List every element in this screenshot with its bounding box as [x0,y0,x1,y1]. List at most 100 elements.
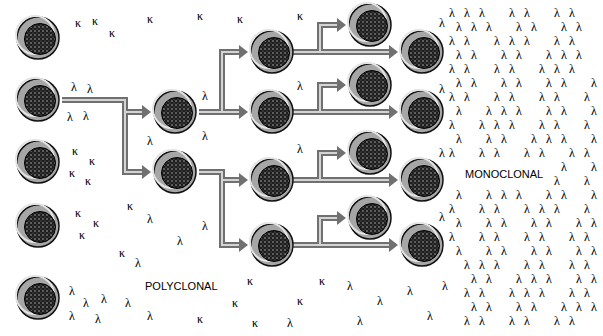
chain-letter: κ [85,174,91,188]
expansion-arrow [293,177,390,183]
light-chain-symbol: κ [237,10,243,26]
chain-letter: κ [93,216,99,230]
chain-letter: λ [539,62,545,76]
monoclonal-lambda-symbol: λ [584,256,590,272]
monoclonal-lambda-symbol: λ [456,214,462,230]
chain-letter: λ [479,258,485,272]
chain-letter: λ [67,110,73,124]
plasma-cell [16,204,59,247]
monoclonal-lambda-symbol: λ [591,186,597,202]
monoclonal-lambda-symbol: λ [554,88,560,104]
monoclonal-lambda-symbol: λ [546,46,552,62]
chain-letter: λ [591,160,597,174]
plasma-cell [400,158,443,201]
chain-letter: λ [554,90,560,104]
chain-letter: λ [456,20,462,34]
chain-letter: λ [479,146,485,160]
chain-letter: λ [494,230,500,244]
monoclonal-lambda-symbol: λ [486,186,492,202]
light-chain-symbol: λ [439,14,445,30]
monoclonal-lambda-symbol: λ [471,46,477,62]
arrow-head [239,238,248,252]
monoclonal-lambda-symbol: λ [591,102,597,118]
chain-letter: λ [539,230,545,244]
monoclonal-lambda-symbol: λ [546,186,552,202]
chain-letter: λ [471,20,477,34]
chain-letter: λ [584,146,590,160]
chain-letter: κ [109,26,115,40]
chain-letter: λ [569,230,575,244]
chain-letter: λ [539,146,545,160]
monoclonal-lambda-symbol: λ [561,130,567,146]
chain-letter: λ [486,20,492,34]
chain-letter: λ [464,286,470,300]
chain-letter: λ [449,146,455,160]
monoclonal-lambda-symbol: λ [509,32,515,48]
expansion-arrow [320,85,338,112]
chain-letter: κ [237,12,243,26]
chain-letter: λ [456,48,462,62]
monoclonal-lambda-symbol: λ [486,270,492,286]
chain-letter: λ [524,258,530,272]
chain-letter: λ [456,132,462,146]
monoclonal-lambda-symbol: λ [576,242,582,258]
light-chain-symbol: κ [252,314,258,330]
light-chain-symbol: κ [79,226,85,242]
chain-letter: λ [464,314,470,328]
light-chain-symbol: κ [147,10,153,26]
chain-letter: λ [456,216,462,230]
chain-letter: λ [539,118,545,132]
chain-letter: λ [464,90,470,104]
chain-letter: κ [197,9,203,23]
light-chain-symbol: κ [69,164,75,180]
monoclonal-lambda-symbol: λ [569,32,575,48]
monoclonal-lambda-symbol: λ [591,158,597,174]
chain-letter: λ [69,284,75,298]
monoclonal-lambda-symbol: λ [569,312,575,328]
monoclonal-lambda-symbol: λ [464,88,470,104]
monoclonal-lambda-symbol: λ [456,242,462,258]
monoclonal-lambda-symbol: λ [531,18,537,34]
monoclonal-lambda-symbol: λ [486,242,492,258]
chain-letter: λ [87,82,93,96]
monoclonal-lambda-symbol: λ [501,74,507,90]
monoclonal-lambda-symbol: λ [576,298,582,314]
light-chain-symbol: λ [95,310,101,326]
light-chain-symbol: λ [202,127,208,143]
monoclonal-lambda-symbol: λ [494,32,500,48]
chain-letter: λ [539,202,545,216]
monoclonal-lambda-symbol: λ [539,200,545,216]
light-chain-symbol: λ [439,80,445,96]
chain-letter: λ [464,62,470,76]
chain-letter: λ [135,256,141,270]
chain-letter: λ [554,174,560,188]
chain-letter: λ [494,258,500,272]
chain-letter: λ [471,272,477,286]
expansion-arrow [320,25,338,52]
chain-letter: κ [75,16,81,30]
chain-letter: λ [576,20,582,34]
chain-letter: λ [147,212,153,226]
plasma-cell [153,150,196,193]
light-chain-symbol: κ [85,172,91,188]
light-chain-symbol: λ [69,282,75,298]
chain-letter: λ [531,216,537,230]
plasma-cell [250,90,293,133]
chain-letter: λ [554,314,560,328]
chain-letter: λ [494,118,500,132]
monoclonal-lambda-symbol: λ [509,60,515,76]
chain-letter: λ [287,316,293,330]
light-chain-symbol: κ [232,294,238,310]
chain-letter: λ [494,202,500,216]
monoclonal-lambda-symbol: λ [516,74,522,90]
chain-letter: κ [79,228,85,242]
monoclonal-lambda-symbol: λ [509,88,515,104]
chain-letter: λ [456,76,462,90]
chain-letter: λ [297,142,303,156]
monoclonal-lambda-symbol: λ [464,32,470,48]
monoclonal-lambda-symbol: λ [584,284,590,300]
chain-letter: λ [509,90,515,104]
chain-letter: λ [449,62,455,76]
light-chain-symbol: λ [439,144,445,160]
